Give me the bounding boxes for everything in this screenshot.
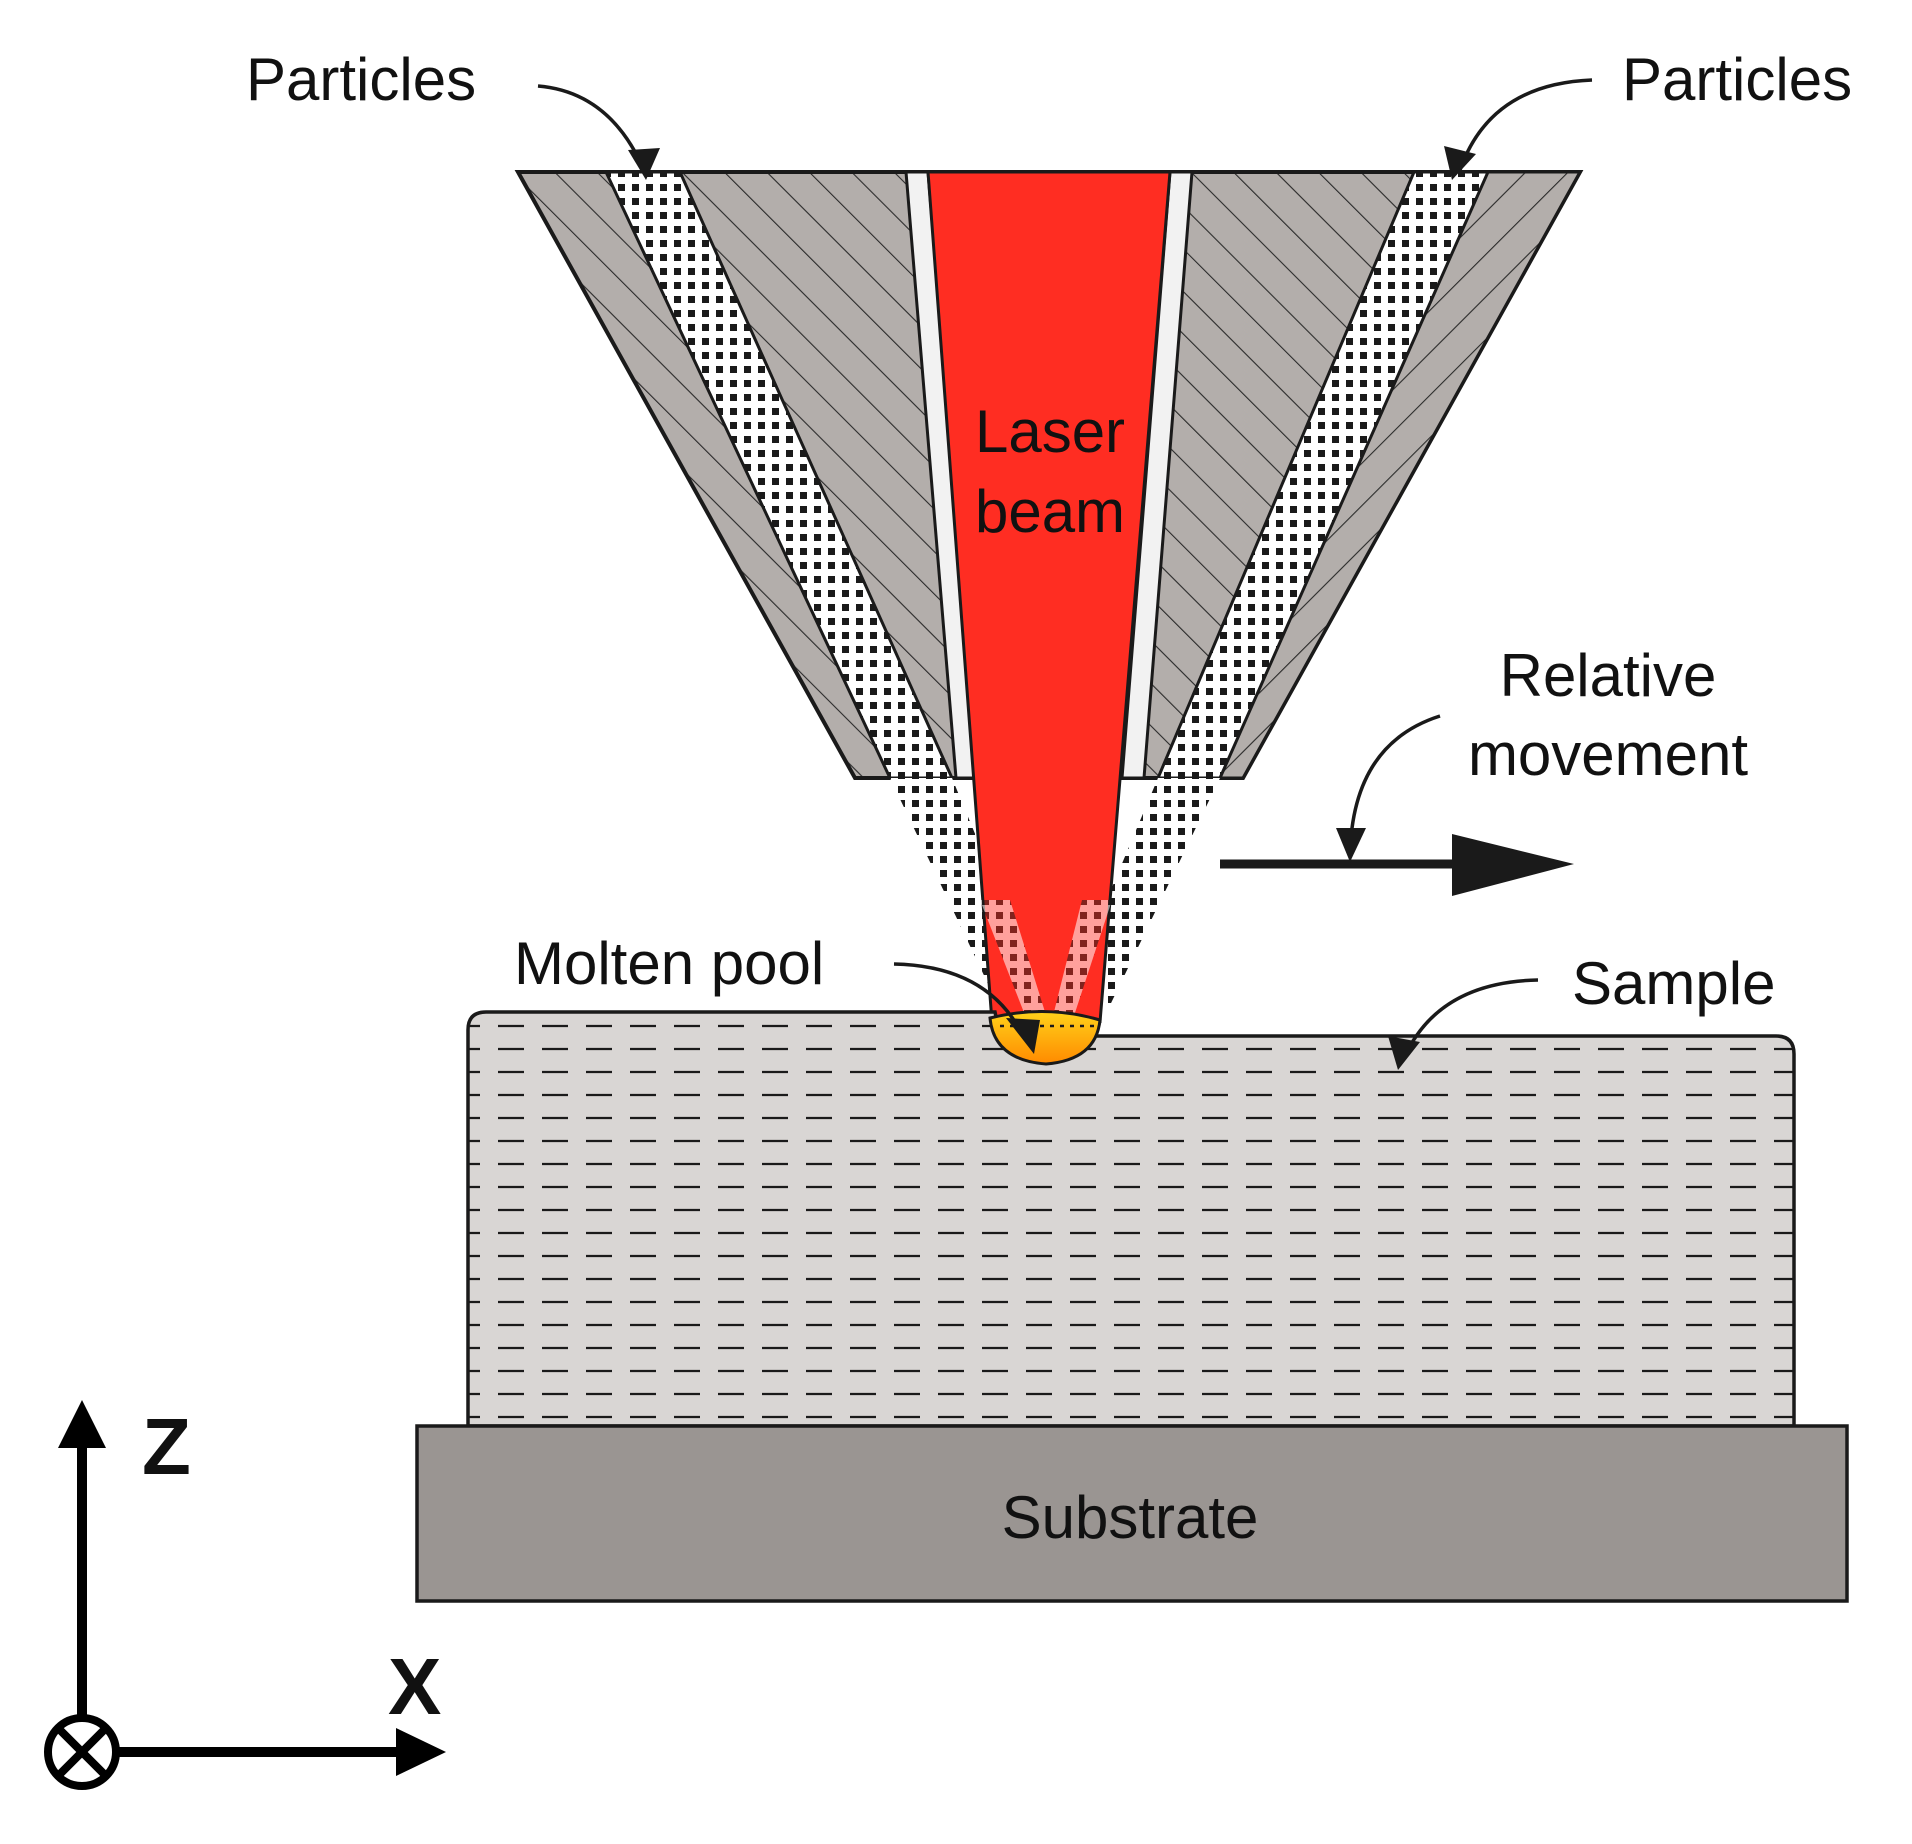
x-axis-arrowhead [396, 1728, 446, 1776]
relative-movement-label-line2: movement [1468, 721, 1748, 788]
laser-beam-label-line2: beam [975, 478, 1125, 545]
circle-cross-icon [44, 1714, 120, 1790]
arrow-icon [1444, 146, 1476, 180]
particles-arrow-right [1458, 78, 1593, 171]
x-axis-label: X [388, 1642, 441, 1731]
arrow-icon [628, 148, 660, 180]
substrate-block [415, 1424, 1849, 1603]
relative-movement-callout [1348, 714, 1441, 857]
relative-movement-label-line1: Relative [1500, 642, 1717, 709]
molten-pool-label: Molten pool [514, 930, 824, 997]
coordinate-axes: Z X [44, 1400, 446, 1790]
particle-stream-overlay-right [1050, 900, 1112, 1028]
arrow-icon [1336, 828, 1366, 862]
arrow-icon [1388, 1036, 1420, 1070]
sample-label: Sample [1572, 950, 1775, 1017]
laser-beam-label-line1: Laser [975, 398, 1125, 465]
particles-arrow-left [537, 84, 646, 171]
substrate-label: Substrate [1002, 1484, 1259, 1551]
sample-block [466, 1010, 1796, 1428]
z-axis-label: Z [142, 1402, 191, 1491]
particles-label-left: Particles [246, 46, 476, 113]
z-axis-arrowhead [58, 1400, 106, 1448]
particle-stream-overlay [980, 900, 1050, 1028]
particles-label-right: Particles [1622, 46, 1852, 113]
relative-movement-arrow-head [1452, 834, 1574, 896]
arrow-icon [1006, 1018, 1040, 1054]
